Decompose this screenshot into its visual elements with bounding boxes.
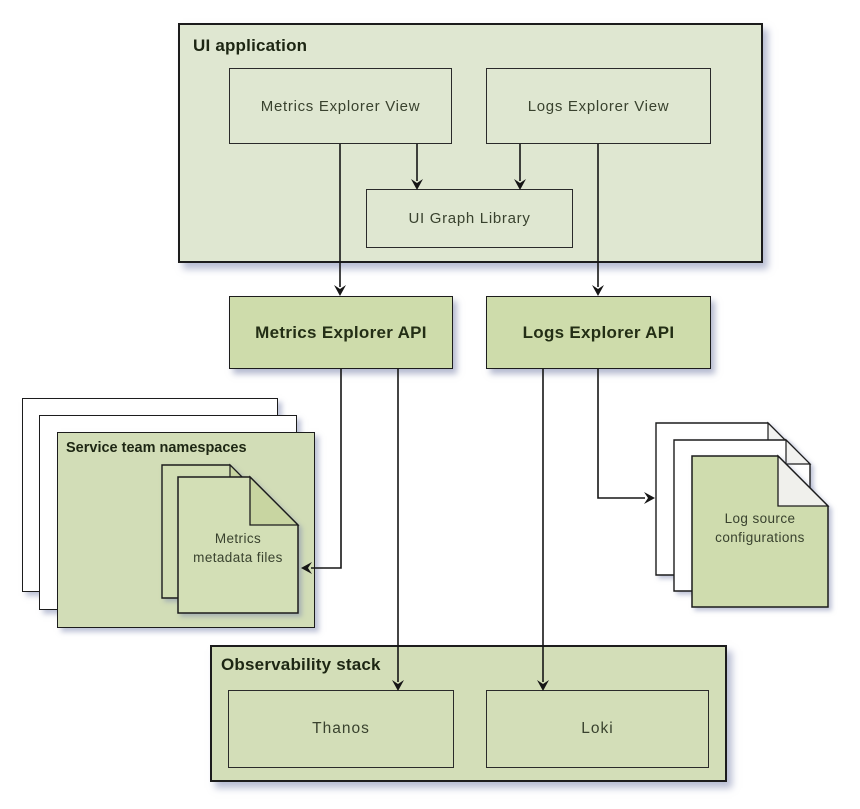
log-source-doc-back-icon — [655, 421, 794, 576]
metrics-explorer-view-label: Metrics Explorer View — [260, 97, 421, 115]
observability-stack-title: Observability stack — [221, 655, 381, 674]
metrics-metadata-files-label: Metrics metadata files — [193, 531, 283, 565]
ui-graph-library-label: UI Graph Library — [408, 210, 531, 227]
node-logs-explorer-api: Logs Explorer API — [486, 296, 711, 369]
node-thanos: Thanos — [228, 690, 454, 768]
ui-application-title: UI application — [193, 36, 308, 55]
node-loki: Loki — [486, 690, 709, 768]
node-logs-explorer-view: Logs Explorer View — [486, 68, 711, 144]
loki-label: Loki — [581, 720, 614, 737]
logs-explorer-api-label: Logs Explorer API — [522, 322, 675, 342]
node-ui-graph-library: UI Graph Library — [366, 189, 573, 248]
logs-explorer-view-label: Logs Explorer View — [527, 97, 670, 115]
metrics-explorer-api-label: Metrics Explorer API — [255, 322, 427, 342]
node-metrics-explorer-view: Metrics Explorer View — [229, 68, 452, 144]
thanos-label: Thanos — [312, 720, 370, 737]
node-metrics-explorer-api: Metrics Explorer API — [229, 296, 453, 369]
service-team-namespaces-title: Service team namespaces — [66, 440, 247, 456]
log-source-configurations-label: Log source configurations — [715, 511, 805, 545]
